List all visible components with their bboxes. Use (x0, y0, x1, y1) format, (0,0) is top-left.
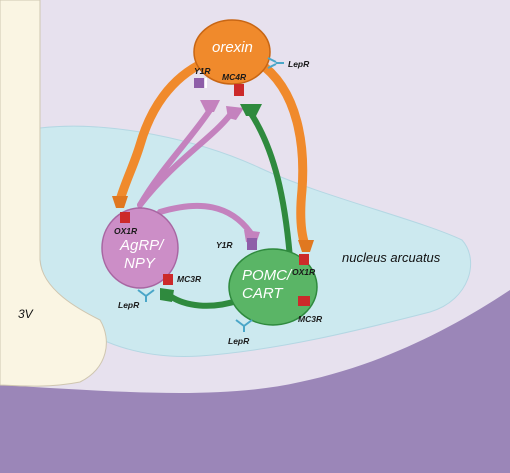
receptor-label-mc3r-pomc: MC3R (298, 314, 323, 324)
lepr-receptor-orexin (267, 57, 284, 69)
receptor-label-lepr-pomc: LepR (228, 336, 250, 346)
pomc-label-line1: POMC/ (242, 267, 293, 284)
agrp-terminal-a (200, 100, 220, 112)
receptor-label-mc4r-orexin: MC4R (222, 72, 247, 82)
pomc-label-line2: CART (242, 285, 284, 302)
lepr-receptor-pomc (235, 319, 253, 332)
mc3r-receptor-agrp (163, 274, 173, 285)
ox1r-receptor-pomc (299, 254, 309, 265)
agrp-axons (137, 107, 253, 235)
orexin-neuron (193, 19, 271, 85)
nucleus-label: nucleus arcuatus (342, 250, 441, 265)
orexin-terminal-left (112, 196, 128, 208)
pomc-neuron (228, 248, 318, 326)
orexin-terminal-right (298, 240, 314, 252)
agrp-neuron (101, 207, 179, 289)
receptor-label-lepr-agrp: LepR (118, 300, 140, 310)
third-ventricle (0, 0, 107, 387)
orexin-axons (115, 57, 310, 250)
receptor-label-y1r-orexin: Y1R (194, 66, 211, 76)
receptor-label-y1r-pomc: Y1R (216, 240, 233, 250)
ventricle-label: 3V (18, 307, 34, 321)
orexin-label: orexin (212, 39, 253, 56)
pomc-axon-terminal (240, 104, 262, 116)
receptor-label-ox1r-pomc: OX1R (292, 267, 316, 277)
mc3r-receptor-pomc (298, 296, 310, 306)
y1r-receptor-orexin (194, 78, 207, 88)
mc4r-receptor-orexin (234, 84, 244, 96)
y1r-receptor-pomc (247, 238, 257, 250)
lower-region (0, 290, 510, 473)
agrp-terminal-b (226, 106, 244, 120)
ox1r-receptor-agrp (120, 212, 130, 223)
agrp-label-line1: AgRP/ (119, 237, 165, 254)
pomc-axon-left-terminal (160, 288, 174, 302)
receptor-label-mc3r-agrp: MC3R (177, 274, 202, 284)
receptor-label-ox1r-agrp: OX1R (114, 226, 138, 236)
pomc-axon-up (247, 109, 293, 261)
receptor-label-lepr-orexin: LepR (288, 59, 310, 69)
lepr-receptor-agrp (137, 289, 155, 302)
agrp-label-line2: NPY (124, 255, 156, 272)
